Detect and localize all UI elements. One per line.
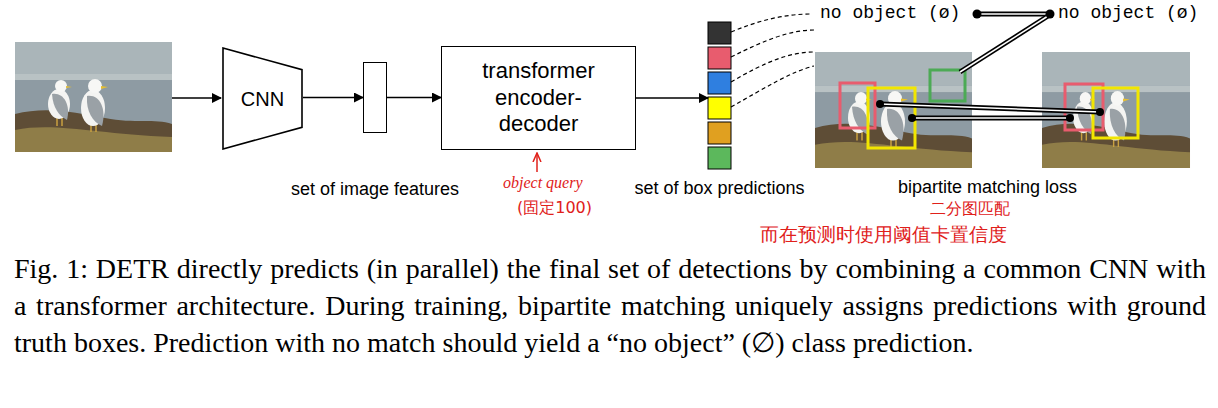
- match-dot: [1096, 108, 1104, 116]
- input-photo: [15, 42, 172, 152]
- match-dot: [1066, 114, 1074, 122]
- handwritten-note: 二分图匹配: [930, 199, 1010, 220]
- node-caption: set of image features: [291, 179, 459, 201]
- trapezoid-shape: [223, 48, 302, 149]
- match-dot: [876, 100, 884, 108]
- match-line: [912, 116, 1070, 121]
- node-label: transformer encoder- decoder: [474, 58, 604, 137]
- flow-arrow: [387, 97, 441, 99]
- flow-arrow: [636, 97, 708, 99]
- match-line: [977, 13, 1050, 15]
- dashed-links: [731, 14, 814, 107]
- prediction-square: [708, 72, 731, 94]
- no-object-label: no object (ø): [1058, 3, 1198, 23]
- node-label: CNN: [241, 87, 284, 111]
- dashed-link: [731, 14, 812, 32]
- prediction-square: [708, 122, 731, 144]
- handwritten-note: object query: [503, 174, 583, 192]
- dashed-link: [731, 30, 814, 57]
- handwritten-note: (固定100): [517, 198, 592, 219]
- stage-label: bipartite matching loss: [898, 177, 1077, 198]
- matching-lines: [876, 10, 1104, 123]
- prediction-square: [708, 47, 731, 69]
- match-line: [912, 117, 1070, 119]
- cnn-block: CNN: [222, 47, 303, 150]
- annotation-arrow: [536, 153, 538, 172]
- match-dot: [973, 10, 982, 19]
- transformer-box: transformer encoder- decoder: [441, 46, 636, 150]
- match-line: [960, 16, 1048, 72]
- prediction-square: [708, 147, 731, 169]
- prediction-set: set of box predictions: [708, 22, 731, 170]
- flow-arrow: [303, 97, 363, 99]
- match-line: [880, 104, 1100, 112]
- dashed-link: [731, 52, 814, 82]
- pred-box-yellow: [868, 88, 915, 148]
- dashed-link: [731, 66, 814, 107]
- gt-box-yellow: [1093, 88, 1138, 138]
- gt-box-pink: [1065, 84, 1103, 130]
- prediction-square: [708, 97, 731, 119]
- no-object-label: no object (ø): [820, 3, 960, 23]
- match-line: [880, 104, 1100, 112]
- pred-box-green: [930, 70, 965, 101]
- node-caption: set of box predictions: [634, 178, 804, 200]
- match-line: [977, 12, 1050, 17]
- match-dot: [1046, 10, 1055, 19]
- figure-caption: Fig. 1: DETR directly predicts (in paral…: [14, 250, 1206, 361]
- feature-map: set of image features: [363, 62, 387, 133]
- handwritten-note: 而在预测时使用阈值卡置信度: [760, 222, 1007, 248]
- flow-arrow: [172, 97, 221, 99]
- pred-box-pink: [840, 83, 875, 128]
- prediction-square: [708, 22, 731, 44]
- prediction-photo: [815, 52, 972, 168]
- match-line: [960, 16, 1048, 72]
- match-dot: [908, 114, 916, 122]
